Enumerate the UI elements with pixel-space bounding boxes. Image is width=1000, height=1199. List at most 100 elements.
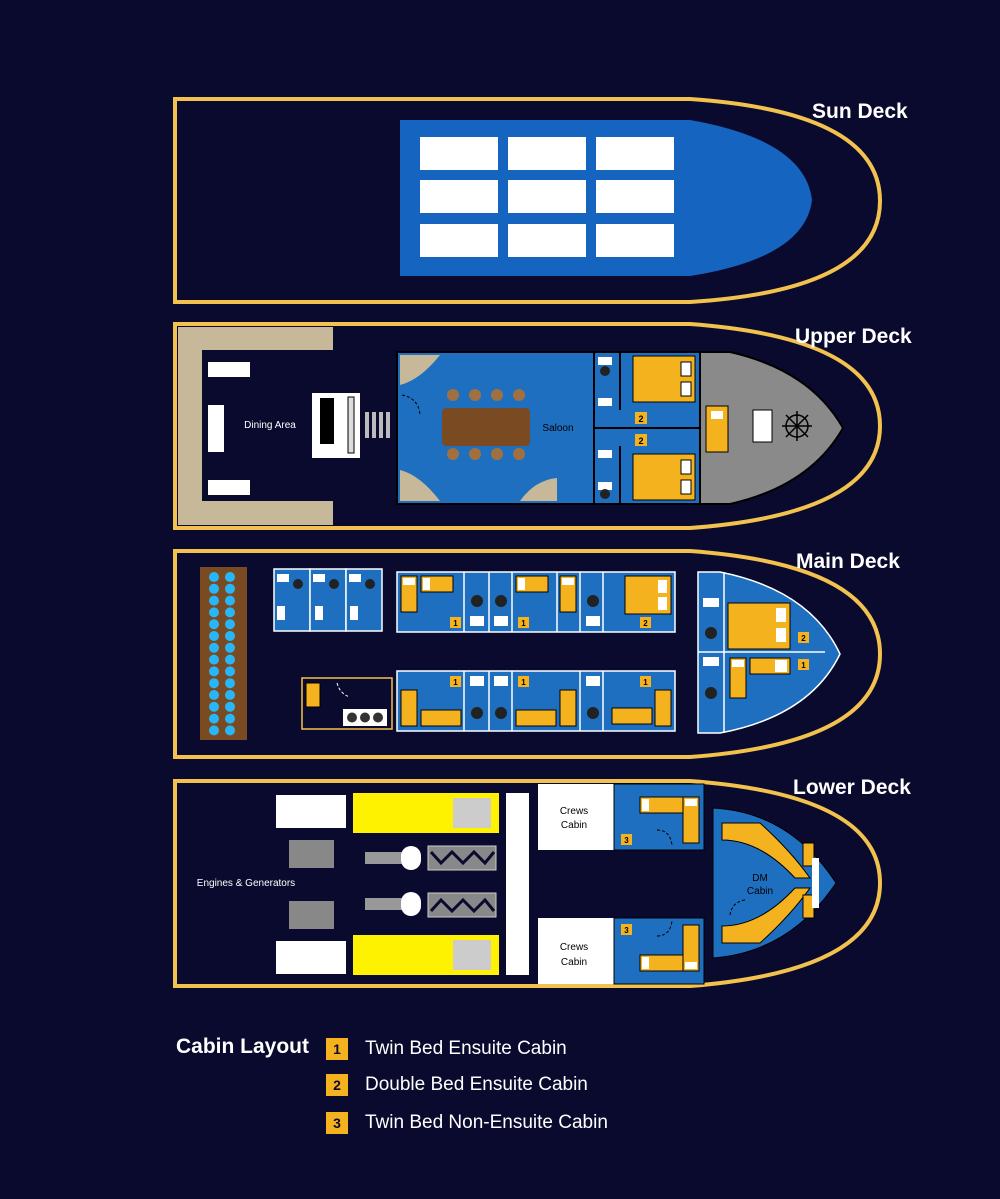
svg-text:1: 1 xyxy=(453,619,458,628)
svg-text:1: 1 xyxy=(801,661,806,670)
saloon-table xyxy=(442,408,530,446)
dive-tank xyxy=(225,631,235,641)
toilet-icon xyxy=(598,357,612,499)
generator xyxy=(276,795,346,828)
dive-tank xyxy=(209,619,219,630)
legend-label: Double Bed Ensuite Cabin xyxy=(365,1074,588,1095)
upper-deck-title: Upper Deck xyxy=(795,325,912,348)
sun-lounger xyxy=(508,224,586,257)
dining-bench xyxy=(208,362,250,377)
dive-tank xyxy=(209,690,219,700)
chart-table xyxy=(752,409,773,443)
svg-text:1: 1 xyxy=(521,678,526,687)
svg-text:3: 3 xyxy=(624,836,629,845)
dive-tank xyxy=(225,725,235,736)
bar-counter-top xyxy=(320,398,334,444)
saloon-sofa xyxy=(520,478,557,501)
legend-badge: 1 xyxy=(326,1038,348,1060)
dive-tank xyxy=(225,654,235,665)
crews-cabin-label: Crews xyxy=(560,942,588,953)
svg-text:2: 2 xyxy=(638,436,643,446)
dive-tank xyxy=(225,690,235,700)
cabin-badge: 2 1 xyxy=(798,632,809,670)
dive-tank xyxy=(225,666,235,677)
dm-cabin-label: DM xyxy=(752,873,768,884)
dm-cabin xyxy=(712,807,837,959)
sun-lounger xyxy=(420,224,498,257)
dive-tank xyxy=(225,701,235,712)
dive-tank xyxy=(225,713,235,724)
dm-bed xyxy=(721,887,811,944)
bar-shelf xyxy=(347,396,355,454)
crews-cabin-label: Cabin xyxy=(561,820,587,831)
generator xyxy=(276,941,346,974)
lower-deck: 3 3 Engines & Generators Crews Cabin Cre… xyxy=(173,779,883,988)
saloon-door xyxy=(401,394,421,415)
legend-label: Twin Bed Ensuite Cabin xyxy=(365,1038,567,1059)
upper-deck: 2 2 Dining Area Saloon xyxy=(173,322,883,530)
saloon-corner xyxy=(400,355,440,385)
bulkhead xyxy=(506,793,529,975)
legend-label: Twin Bed Non-Ensuite Cabin xyxy=(365,1112,608,1133)
lower-deck-title: Lower Deck xyxy=(793,776,911,799)
dive-tank xyxy=(225,572,235,582)
crews-cabin-label: Crews xyxy=(560,806,588,817)
cabin-badge-1: 1 1 1 xyxy=(450,676,651,687)
dining-area-label: Dining Area xyxy=(244,420,296,431)
saloon-corner xyxy=(400,470,440,501)
sun-lounger xyxy=(420,180,498,213)
legend-title: Cabin Layout xyxy=(176,1035,310,1058)
dm-bed xyxy=(721,822,811,879)
legend-badge: 2 xyxy=(326,1074,348,1096)
sun-lounger xyxy=(508,180,586,213)
dive-tanks xyxy=(209,572,235,736)
main-deck-title: Main Deck xyxy=(796,550,900,573)
svg-text:1: 1 xyxy=(453,678,458,687)
dive-tank xyxy=(209,583,219,594)
sun-lounger xyxy=(420,137,498,170)
sun-deck-title: Sun Deck xyxy=(812,100,908,123)
sun-lounger xyxy=(508,137,586,170)
svg-text:2: 2 xyxy=(801,634,806,643)
dive-tank xyxy=(209,666,219,677)
dining-bench xyxy=(208,480,250,495)
dive-tank xyxy=(209,607,219,618)
legend-item: 3 Twin Bed Non-Ensuite Cabin xyxy=(326,1112,608,1134)
dive-tank xyxy=(225,607,235,618)
dive-tank xyxy=(209,678,219,689)
cabin-badge-3: 3 3 xyxy=(621,834,632,935)
crews-cabin-label: Cabin xyxy=(561,957,587,968)
dive-tank-rack xyxy=(200,567,247,740)
shaft xyxy=(365,846,421,916)
sun-loungers xyxy=(420,137,674,257)
cabin-badge-1: 1 1 xyxy=(450,617,529,628)
main-deck: 1 1 2 1 1 1 xyxy=(173,549,883,759)
dive-tank xyxy=(209,725,219,736)
saloon-chairs xyxy=(447,389,525,460)
dm-cabin-label: Cabin xyxy=(747,886,773,897)
pump xyxy=(289,840,334,868)
crews-cabin xyxy=(538,918,614,984)
cabin-badge-2: 2 2 xyxy=(635,412,647,446)
dive-tank xyxy=(209,713,219,724)
svg-text:2: 2 xyxy=(643,619,648,628)
legend-badge: 3 xyxy=(326,1112,348,1134)
legend-item: 2 Double Bed Ensuite Cabin xyxy=(326,1074,588,1096)
dive-tank xyxy=(225,678,235,689)
dive-tank xyxy=(225,583,235,594)
dive-tank xyxy=(209,654,219,665)
dive-tank xyxy=(209,572,219,582)
svg-text:1: 1 xyxy=(643,678,648,687)
svg-text:2: 2 xyxy=(638,414,643,424)
dive-tank xyxy=(225,619,235,630)
dive-tank xyxy=(209,701,219,712)
saloon-label: Saloon xyxy=(542,423,573,434)
dive-tank xyxy=(209,595,219,606)
cabin-badge-2: 2 xyxy=(640,617,651,628)
dive-tank xyxy=(209,642,219,653)
exhaust xyxy=(427,845,497,918)
dive-tank xyxy=(209,631,219,641)
dive-tank xyxy=(225,595,235,606)
sun-lounger xyxy=(596,224,674,257)
